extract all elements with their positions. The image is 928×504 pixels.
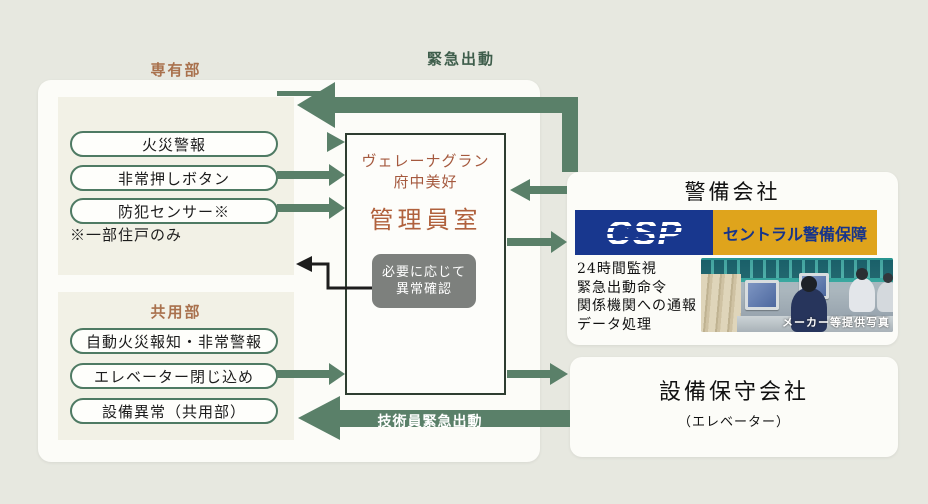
note-line1: 必要に応じて: [381, 265, 466, 280]
operator-figure: [877, 273, 893, 312]
pill-fire-alarm: 火災警報: [70, 131, 278, 157]
pill-auto-fire-alarm: 自動火災報知・非常警報: [70, 328, 278, 354]
mgmt-to-security-arrow: [551, 231, 567, 253]
csp-logo: CSP セントラル警備保障: [575, 210, 877, 255]
maintenance-company-box: [570, 357, 898, 457]
building-name-line2: 府中美好: [393, 173, 458, 191]
binder-shelf: [701, 274, 741, 332]
duty-item: 緊急出動命令: [577, 279, 667, 296]
private-area-note: ※一部住戸のみ: [70, 226, 183, 244]
duty-item: データ処理: [577, 316, 652, 333]
maintenance-company-title: 設備保守会社: [658, 380, 809, 405]
pill-facility-fault: 設備異常（共用部）: [70, 398, 278, 424]
building-name-line1: ヴェレーナグラン: [361, 152, 490, 170]
security-duty-list: 24時間監視 緊急出動命令 関係機関への通報 データ処理: [577, 260, 697, 334]
operator-figure: [849, 268, 875, 312]
common-area-label: 共用部: [150, 303, 202, 321]
csp-logo-text: CSP: [605, 212, 683, 252]
duty-item: 関係機関への通報: [577, 298, 697, 314]
security-company-title: 警備会社: [684, 180, 781, 204]
pill-emergency-button: 非常押しボタン: [70, 165, 278, 191]
abnormality-check-note: 必要に応じて 異常確認: [372, 254, 476, 308]
duty-item: 24時間監視: [577, 261, 657, 277]
pill-security-sensor: 防犯センサー※: [70, 198, 278, 224]
csp-logo-acronym-block: CSP: [575, 210, 713, 255]
emergency-dispatch-label: 緊急出動: [426, 50, 495, 68]
crt-monitor: [745, 280, 779, 310]
csp-logo-name-block: セントラル警備保障: [713, 210, 877, 255]
operator-figure: [791, 276, 827, 332]
pill-elevator-trap: エレベーター閉じ込め: [70, 363, 278, 389]
maintenance-company-subtitle: （エレベーター）: [677, 415, 790, 430]
photo-caption: メーカー等提供写真: [782, 316, 890, 329]
private-area-label: 専有部: [150, 61, 202, 79]
security-photo: メーカー等提供写真: [701, 258, 893, 332]
technician-dispatch-label: 技術員緊急出動: [377, 414, 483, 430]
note-line2: 異常確認: [395, 282, 452, 297]
mgmt-to-maintenance-arrow: [550, 363, 568, 385]
management-room-title: 管理員室: [369, 206, 482, 234]
